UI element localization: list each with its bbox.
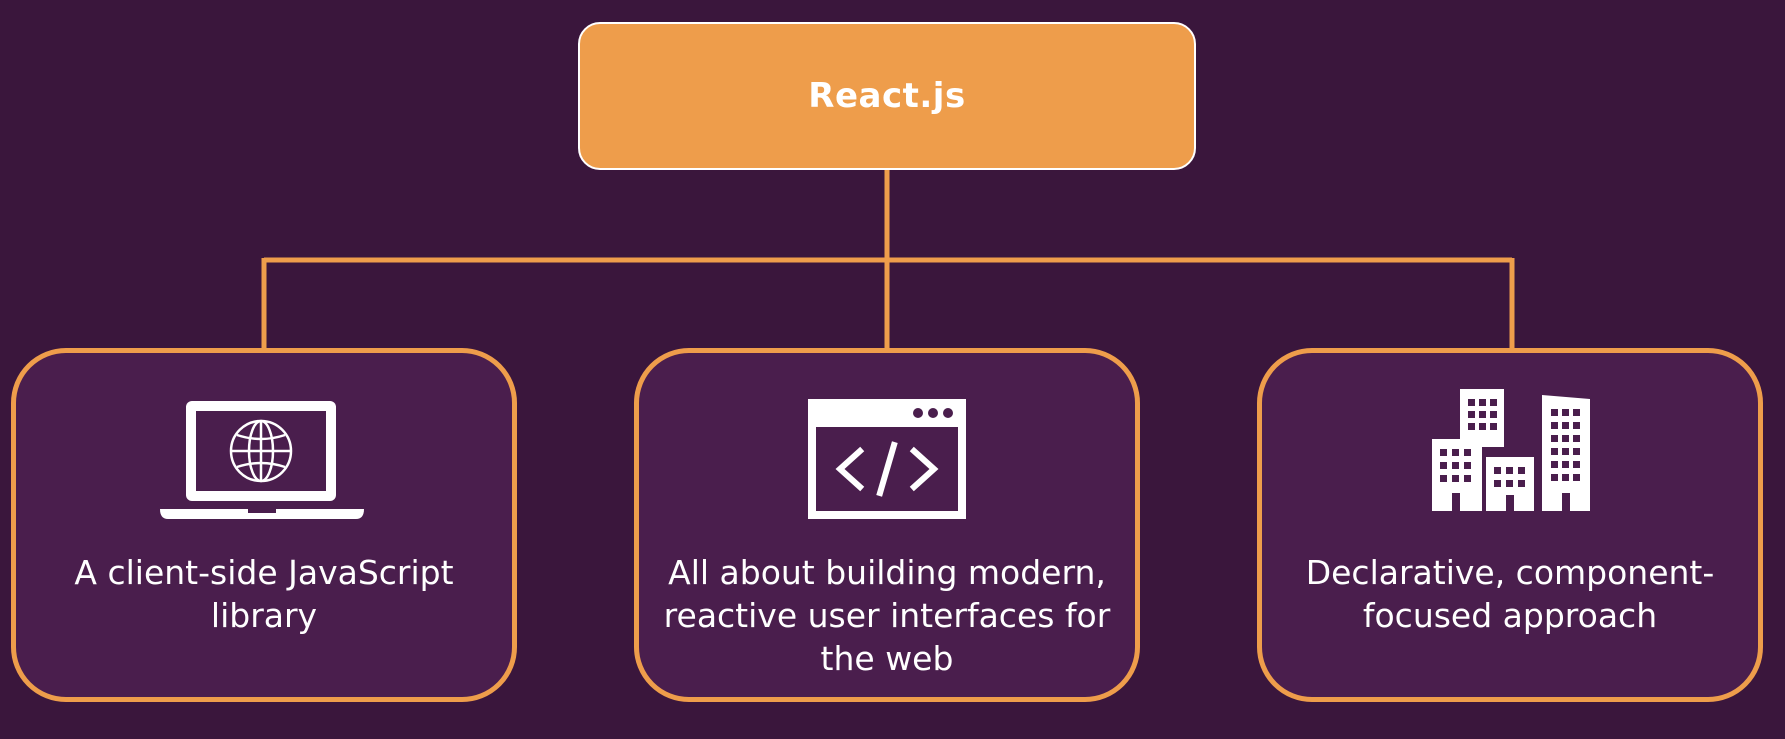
label-line: Declarative, component- (1305, 553, 1715, 592)
card-label: Declarative, component- focused approach (1282, 551, 1738, 637)
root-node: React.js (578, 22, 1196, 170)
code-window-icon (808, 399, 966, 519)
label-line: the web (820, 639, 954, 678)
label-line: focused approach (1362, 596, 1658, 635)
root-label: React.js (808, 76, 966, 116)
laptop-globe-icon (160, 401, 364, 519)
card-label: All about building modern, reactive user… (659, 551, 1115, 680)
card-declarative-approach: Declarative, component- focused approach (1257, 348, 1763, 702)
label-line: All about building modern, (668, 553, 1106, 592)
card-client-side-library: A client-side JavaScript library (11, 348, 517, 702)
label-line: library (210, 596, 318, 635)
label-line: reactive user interfaces for (663, 596, 1111, 635)
card-modern-ui: All about building modern, reactive user… (634, 348, 1140, 702)
buildings-icon (1432, 389, 1590, 511)
card-label: A client-side JavaScript library (36, 551, 492, 637)
label-line: A client-side JavaScript (74, 553, 454, 592)
